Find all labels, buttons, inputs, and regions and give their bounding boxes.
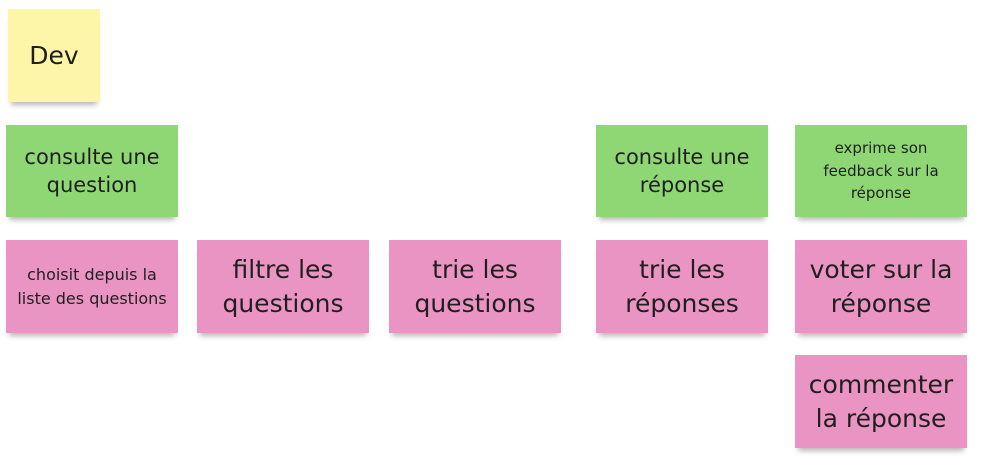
- task-sticky-comment-response[interactable]: commenter la réponse: [795, 355, 967, 448]
- task-sticky-vote-response[interactable]: voter sur la réponse: [795, 240, 967, 333]
- activity-label: exprime son feedback sur la réponse: [823, 139, 939, 203]
- task-sticky-sort-responses[interactable]: trie les réponses: [596, 240, 768, 333]
- task-label: trie les réponses: [625, 254, 739, 318]
- activity-label: consulte une réponse: [614, 144, 750, 197]
- task-sticky-sort-questions[interactable]: trie les questions: [389, 240, 561, 333]
- activity-label: consulte une question: [24, 144, 160, 197]
- task-label: choisit depuis la liste des questions: [17, 265, 167, 308]
- activity-sticky-consult-question[interactable]: consulte une question: [6, 125, 178, 217]
- task-label: commenter la réponse: [808, 369, 954, 433]
- task-sticky-filter-questions[interactable]: filtre les questions: [197, 240, 369, 333]
- task-label: trie les questions: [414, 254, 536, 318]
- task-label: filtre les questions: [222, 254, 344, 318]
- task-sticky-choose-from-list[interactable]: choisit depuis la liste des questions: [6, 240, 178, 333]
- activity-sticky-feedback-response[interactable]: exprime son feedback sur la réponse: [795, 125, 967, 217]
- activity-sticky-consult-response[interactable]: consulte une réponse: [596, 125, 768, 217]
- actor-sticky-dev[interactable]: Dev: [8, 9, 100, 102]
- task-label: voter sur la réponse: [809, 254, 953, 318]
- actor-label: Dev: [29, 40, 79, 70]
